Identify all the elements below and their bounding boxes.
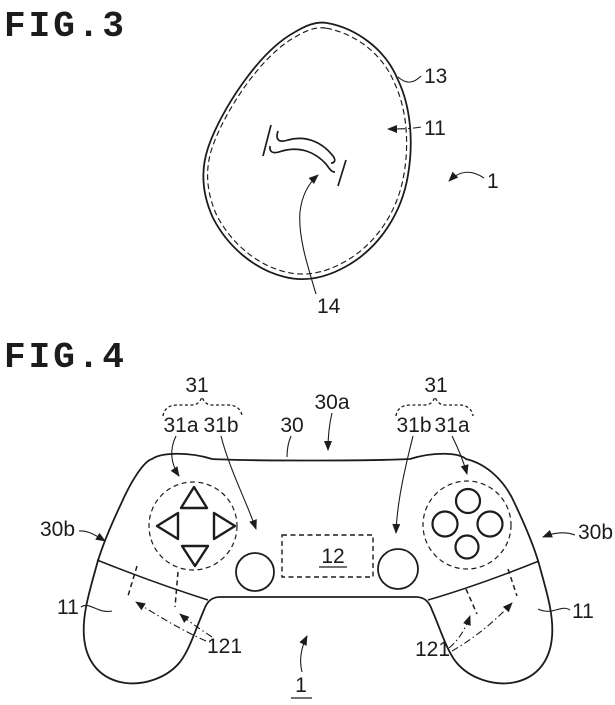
ref-121-left: 121 [207, 635, 242, 658]
fig3-title: FIG.3 [4, 6, 127, 47]
ref-13: 13 [424, 65, 447, 88]
figure3: FIG.3 13 11 1 14 [4, 6, 499, 318]
leader-31b-right-arrow [392, 435, 414, 534]
leader-31b-left-arrow [220, 435, 257, 530]
ref-30b-right: 30b [578, 521, 613, 544]
ref-31-left: 31 [185, 374, 208, 397]
leader-11-right [537, 607, 571, 612]
slit-upper-line [276, 130, 336, 164]
dpad-left-button [155, 511, 180, 541]
sensor-line-left-b [174, 571, 179, 608]
sensor-line-left-a [127, 565, 138, 597]
dpad [148, 481, 238, 571]
leader-13 [397, 75, 422, 83]
face-button-top [454, 487, 482, 515]
ref-11-left-fig4: 11 [57, 596, 79, 619]
face-button-bottom [454, 534, 480, 560]
face-button-left [431, 510, 459, 538]
dpad-down-button [180, 544, 210, 568]
slit-shape [262, 124, 347, 187]
leader-30 [286, 435, 292, 458]
ref-14: 14 [317, 295, 341, 318]
ref-11-fig3: 11 [424, 117, 446, 140]
leader-121-right-arrow-b [451, 602, 513, 652]
grip-separation-right [427, 560, 540, 601]
face-buttons-dashed-circle [422, 480, 512, 570]
touch-panel: 12 [281, 534, 374, 578]
ref-31b-left: 31b [203, 414, 238, 437]
leader-1-arrow [448, 171, 485, 182]
ref-12: 12 [321, 545, 344, 568]
ref-31b-right: 31b [396, 414, 431, 437]
leader-1-fig4-arrow [299, 635, 308, 673]
sensor-line-right-b [507, 568, 518, 597]
face-buttons [422, 480, 512, 570]
grip-sensors [127, 565, 518, 615]
ref-1-fig3: 1 [487, 170, 499, 193]
leader-121-left-arrow-b [179, 613, 213, 638]
leader-30b-right-arrow [542, 529, 576, 538]
dpad-up-button [179, 485, 209, 510]
brace-left [162, 395, 243, 417]
ref-31-right: 31 [424, 374, 447, 397]
panel-dashed-rect [281, 534, 374, 578]
leader-14-arrow [299, 174, 319, 295]
stick-button-right [377, 548, 419, 590]
slit-lower-line [269, 145, 336, 173]
leader-121-left-arrow-a [135, 601, 207, 642]
sensor-line-right-a [465, 588, 478, 615]
ref-1-fig4: 1 [295, 674, 307, 697]
cover-inner-dashed-line [207, 27, 408, 275]
leader-30a-arrow [324, 412, 333, 451]
ref-30: 30 [280, 414, 303, 437]
figure4: FIG.4 12 [4, 337, 613, 699]
leader-30b-left-arrow [78, 530, 106, 542]
fig4-title: FIG.4 [4, 337, 127, 378]
slit-right-bar [337, 159, 347, 187]
ref-31a-left: 31a [163, 414, 198, 437]
leader-31a-right-arrow [451, 435, 469, 475]
leader-121-right-arrow-a [448, 615, 471, 649]
cover-outline [202, 21, 412, 280]
leader-11-left [80, 604, 113, 612]
dpad-dashed-circle [148, 481, 238, 571]
dpad-right-button [212, 511, 237, 541]
leader-31a-left-arrow [170, 435, 180, 477]
ref-30b-left: 30b [40, 518, 75, 541]
ref-11-right-fig4: 11 [572, 600, 594, 623]
face-button-right [476, 510, 504, 538]
grip-separation-left [96, 559, 209, 601]
slit-left-bar [262, 124, 272, 157]
stick-button-left [235, 552, 275, 592]
ref-30a: 30a [314, 391, 349, 414]
leader-11-arrow [387, 124, 422, 133]
controller-outline [82, 452, 554, 685]
ref-121-right: 121 [415, 638, 450, 661]
ref-31a-right: 31a [434, 414, 469, 437]
